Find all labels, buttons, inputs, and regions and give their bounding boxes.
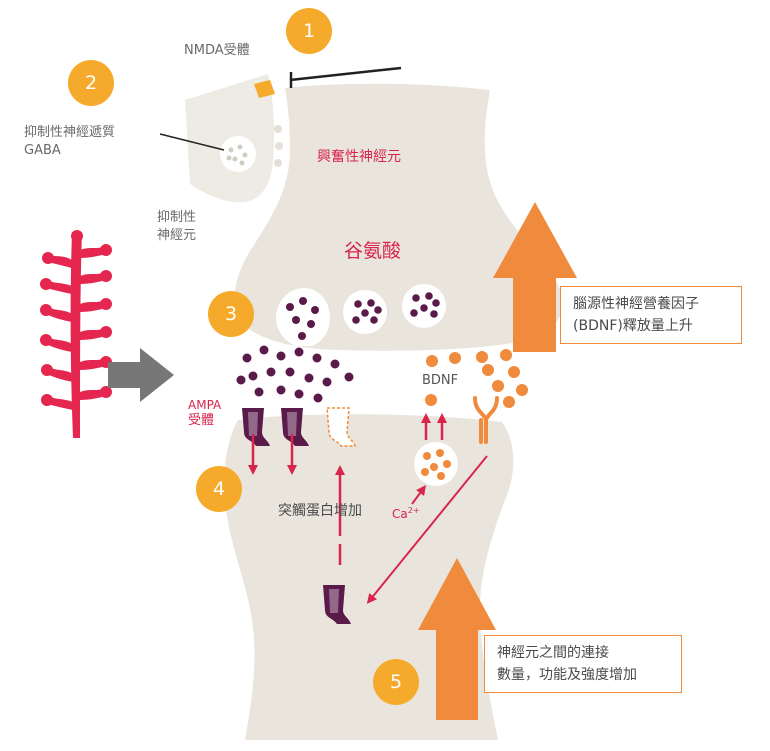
inhibitory-transmitter-line1: 抑制性神經遞質: [24, 125, 116, 140]
step-badge-2: 2: [68, 60, 114, 106]
ampa-receptor-reserve-icon: [323, 585, 351, 624]
bdnf-release-callout: 腦源性神經營養因子 (BDNF)釋放量上升: [560, 286, 742, 344]
connections-line2: 數量，功能及強度增加: [497, 667, 637, 683]
connections-line1: 神經元之間的連接: [497, 645, 609, 661]
calcium-base: Ca: [392, 507, 408, 521]
ampa-receptor-new-icon: [326, 407, 357, 565]
signal-arrow: [366, 455, 488, 604]
dendrite-icon: [40, 230, 112, 438]
ampa-receptor-icon: [281, 408, 309, 475]
bdnf-increase-arrow: [493, 202, 577, 352]
bdnf-vesicle-icon: [414, 442, 458, 486]
nmda-receptor-label: NMDA受體: [184, 43, 250, 58]
grey-right-arrow: [108, 348, 174, 402]
calcium-charge: 2+: [407, 506, 420, 515]
excitatory-presynaptic-neuron: [234, 83, 563, 351]
inhibitory-neuron-label: 抑制性 神經元: [157, 209, 196, 245]
connection-increase-arrow: [418, 558, 496, 720]
gaba-release-dot: [275, 142, 283, 150]
bdnf-release-line1: 腦源性神經營養因子: [573, 296, 699, 312]
vesicle-icon: [343, 290, 387, 334]
inhibitory-transmitter-line2: GABA: [24, 143, 61, 158]
ampa-receptor-icon: [242, 408, 270, 475]
glutamate-label: 谷氨酸: [344, 240, 402, 262]
trkb-receptor-icon: [473, 396, 499, 444]
glutamate-dots: [236, 345, 354, 403]
ampa-line1: AMPA: [188, 398, 222, 412]
calcium-arrow: [411, 484, 426, 505]
bdnf-dots: [425, 349, 528, 408]
gaba-pointer-line: [159, 133, 225, 151]
releasing-vesicle: [276, 288, 330, 346]
ampa-receptor-label: AMPA 受體: [188, 397, 221, 429]
synaptic-protein-label: 突觸蛋白增加: [278, 503, 362, 519]
vesicle-icon: [402, 284, 446, 328]
nmda-receptor-icon: [254, 66, 402, 98]
ampa-line2: 受體: [188, 413, 215, 428]
gaba-release-dot: [274, 125, 282, 133]
gaba-vesicle: [220, 136, 256, 172]
bdnf-release-line2: (BDNF)釋放量上升: [573, 318, 693, 334]
step-badge-5: 5: [373, 659, 419, 705]
step-badge-3: 3: [208, 291, 254, 337]
step-badge-4: 4: [196, 466, 242, 512]
inhibitory-neuron-line1: 抑制性: [157, 210, 197, 225]
inhibitory-neuron-line2: 神經元: [157, 228, 197, 243]
bdnf-label: BDNF: [422, 373, 459, 388]
excitatory-neuron-label: 興奮性神經元: [317, 149, 401, 165]
inhibitory-transmitter-label: 抑制性神經遞質 GABA: [24, 124, 115, 160]
gaba-release-dot: [274, 159, 282, 167]
step-badge-1: 1: [286, 8, 332, 54]
calcium-label: Ca2+: [392, 506, 420, 521]
connections-callout: 神經元之間的連接 數量，功能及強度增加: [484, 635, 682, 693]
